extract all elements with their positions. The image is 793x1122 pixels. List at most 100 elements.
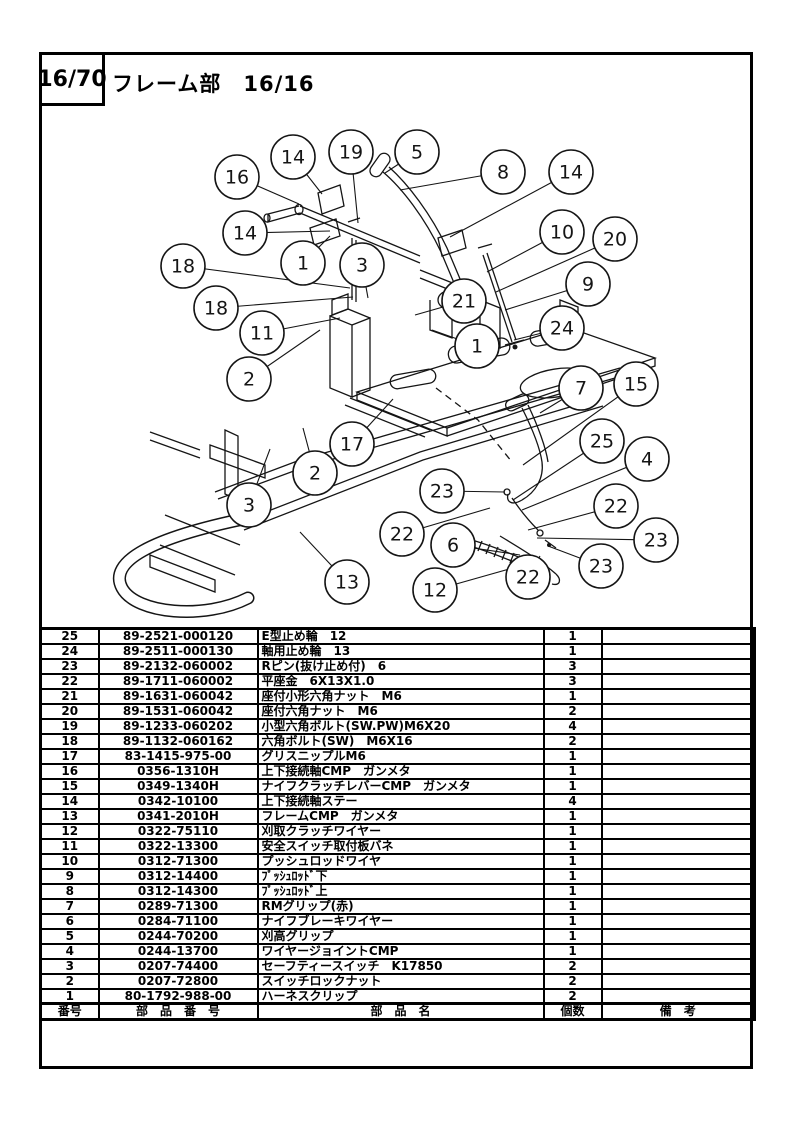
cell-remarks (600, 642, 756, 660)
cell-part-number: 0341-2010H (97, 807, 259, 825)
cell-part-name: セーフティースイッチ K17850 (256, 957, 545, 975)
cell-remarks (600, 912, 756, 930)
cell-row-number: 2 (39, 972, 100, 990)
cell-remarks (600, 942, 756, 960)
cell-part-name: プッシュロッドワイヤ (256, 852, 545, 870)
cell-part-number: 0356-1310H (97, 762, 259, 780)
cell-row-number: 3 (39, 957, 100, 975)
cell-row-number: 19 (39, 717, 100, 735)
cell-quantity: 1 (542, 747, 603, 765)
cell-quantity: 2 (542, 972, 603, 990)
header-quantity: 個数 (542, 1002, 603, 1021)
cell-row-number: 24 (39, 642, 100, 660)
cell-row-number: 6 (39, 912, 100, 930)
cell-quantity: 4 (542, 717, 603, 735)
cell-row-number: 9 (39, 867, 100, 885)
cell-part-number: 89-2521-000120 (97, 627, 259, 645)
cell-remarks (600, 957, 756, 975)
cell-remarks (600, 852, 756, 870)
cell-quantity: 3 (542, 672, 603, 690)
cell-part-name: 刈取クラッチワイヤー (256, 822, 545, 840)
cell-part-number: 89-1233-060202 (97, 717, 259, 735)
cell-quantity: 2 (542, 957, 603, 975)
cell-part-number: 0207-74400 (97, 957, 259, 975)
cell-part-number: 0244-70200 (97, 927, 259, 945)
cell-part-name: 小型六角ボルト(SW.PW)M6X20 (256, 717, 545, 735)
cell-row-number: 17 (39, 747, 100, 765)
header-row-number: 番号 (39, 1002, 100, 1021)
cell-part-name: ﾌﾟｯｼｭﾛｯﾄﾞ上 (256, 882, 545, 900)
cell-part-name: グリスニップルM6 (256, 747, 545, 765)
header-part-name: 部 品 名 (256, 1002, 545, 1021)
cell-part-number: 89-1631-060042 (97, 687, 259, 705)
cell-row-number: 25 (39, 627, 100, 645)
cell-quantity: 1 (542, 912, 603, 930)
cell-remarks (600, 732, 756, 750)
cell-part-number: 0322-13300 (97, 837, 259, 855)
cell-quantity: 1 (542, 942, 603, 960)
header-part-number: 部 品 番 号 (97, 1002, 259, 1021)
cell-remarks (600, 927, 756, 945)
cell-part-name: ハーネスクリップ (256, 987, 545, 1005)
cell-part-name: 安全スイッチ取付板バネ (256, 837, 545, 855)
cell-row-number: 13 (39, 807, 100, 825)
cell-quantity: 1 (542, 777, 603, 795)
cell-remarks (600, 687, 756, 705)
header-remarks: 備 考 (600, 1002, 756, 1021)
cell-part-name: 刈高グリップ (256, 927, 545, 945)
cell-quantity: 1 (542, 642, 603, 660)
cell-row-number: 12 (39, 822, 100, 840)
cell-row-number: 15 (39, 777, 100, 795)
cell-quantity: 1 (542, 867, 603, 885)
cell-part-number: 0312-71300 (97, 852, 259, 870)
cell-remarks (600, 777, 756, 795)
cell-remarks (600, 747, 756, 765)
cell-remarks (600, 987, 756, 1005)
cell-part-number: 89-1132-060162 (97, 732, 259, 750)
cell-row-number: 20 (39, 702, 100, 720)
cell-remarks (600, 672, 756, 690)
cell-row-number: 16 (39, 762, 100, 780)
cell-part-number: 89-2511-000130 (97, 642, 259, 660)
cell-quantity: 3 (542, 657, 603, 675)
cell-quantity: 2 (542, 732, 603, 750)
cell-row-number: 11 (39, 837, 100, 855)
cell-remarks (600, 972, 756, 990)
cell-quantity: 1 (542, 822, 603, 840)
cell-quantity: 1 (542, 837, 603, 855)
cell-part-name: 座付小形六角ナット M6 (256, 687, 545, 705)
page-title: フレーム部 16/16 (112, 72, 315, 96)
cell-part-number: 0244-13700 (97, 942, 259, 960)
cell-part-number: 0284-71100 (97, 912, 259, 930)
cell-part-name: ワイヤージョイントCMP (256, 942, 545, 960)
cell-remarks (600, 627, 756, 645)
cell-part-number: 0322-75110 (97, 822, 259, 840)
cell-row-number: 22 (39, 672, 100, 690)
cell-part-name: E型止め輪 12 (256, 627, 545, 645)
table-header-row: 番号部 品 番 号部 品 名個数備 考 (39, 1002, 756, 1021)
cell-part-name: 上下接続軸ステー (256, 792, 545, 810)
cell-quantity: 4 (542, 792, 603, 810)
cell-part-name: RMグリップ(赤) (256, 897, 545, 915)
cell-row-number: 21 (39, 687, 100, 705)
cell-part-name: フレームCMP ガンメタ (256, 807, 545, 825)
cell-remarks (600, 897, 756, 915)
cell-remarks (600, 792, 756, 810)
cell-part-name: スイッチロックナット (256, 972, 545, 990)
cell-row-number: 1 (39, 987, 100, 1005)
cell-part-number: 83-1415-975-00 (97, 747, 259, 765)
